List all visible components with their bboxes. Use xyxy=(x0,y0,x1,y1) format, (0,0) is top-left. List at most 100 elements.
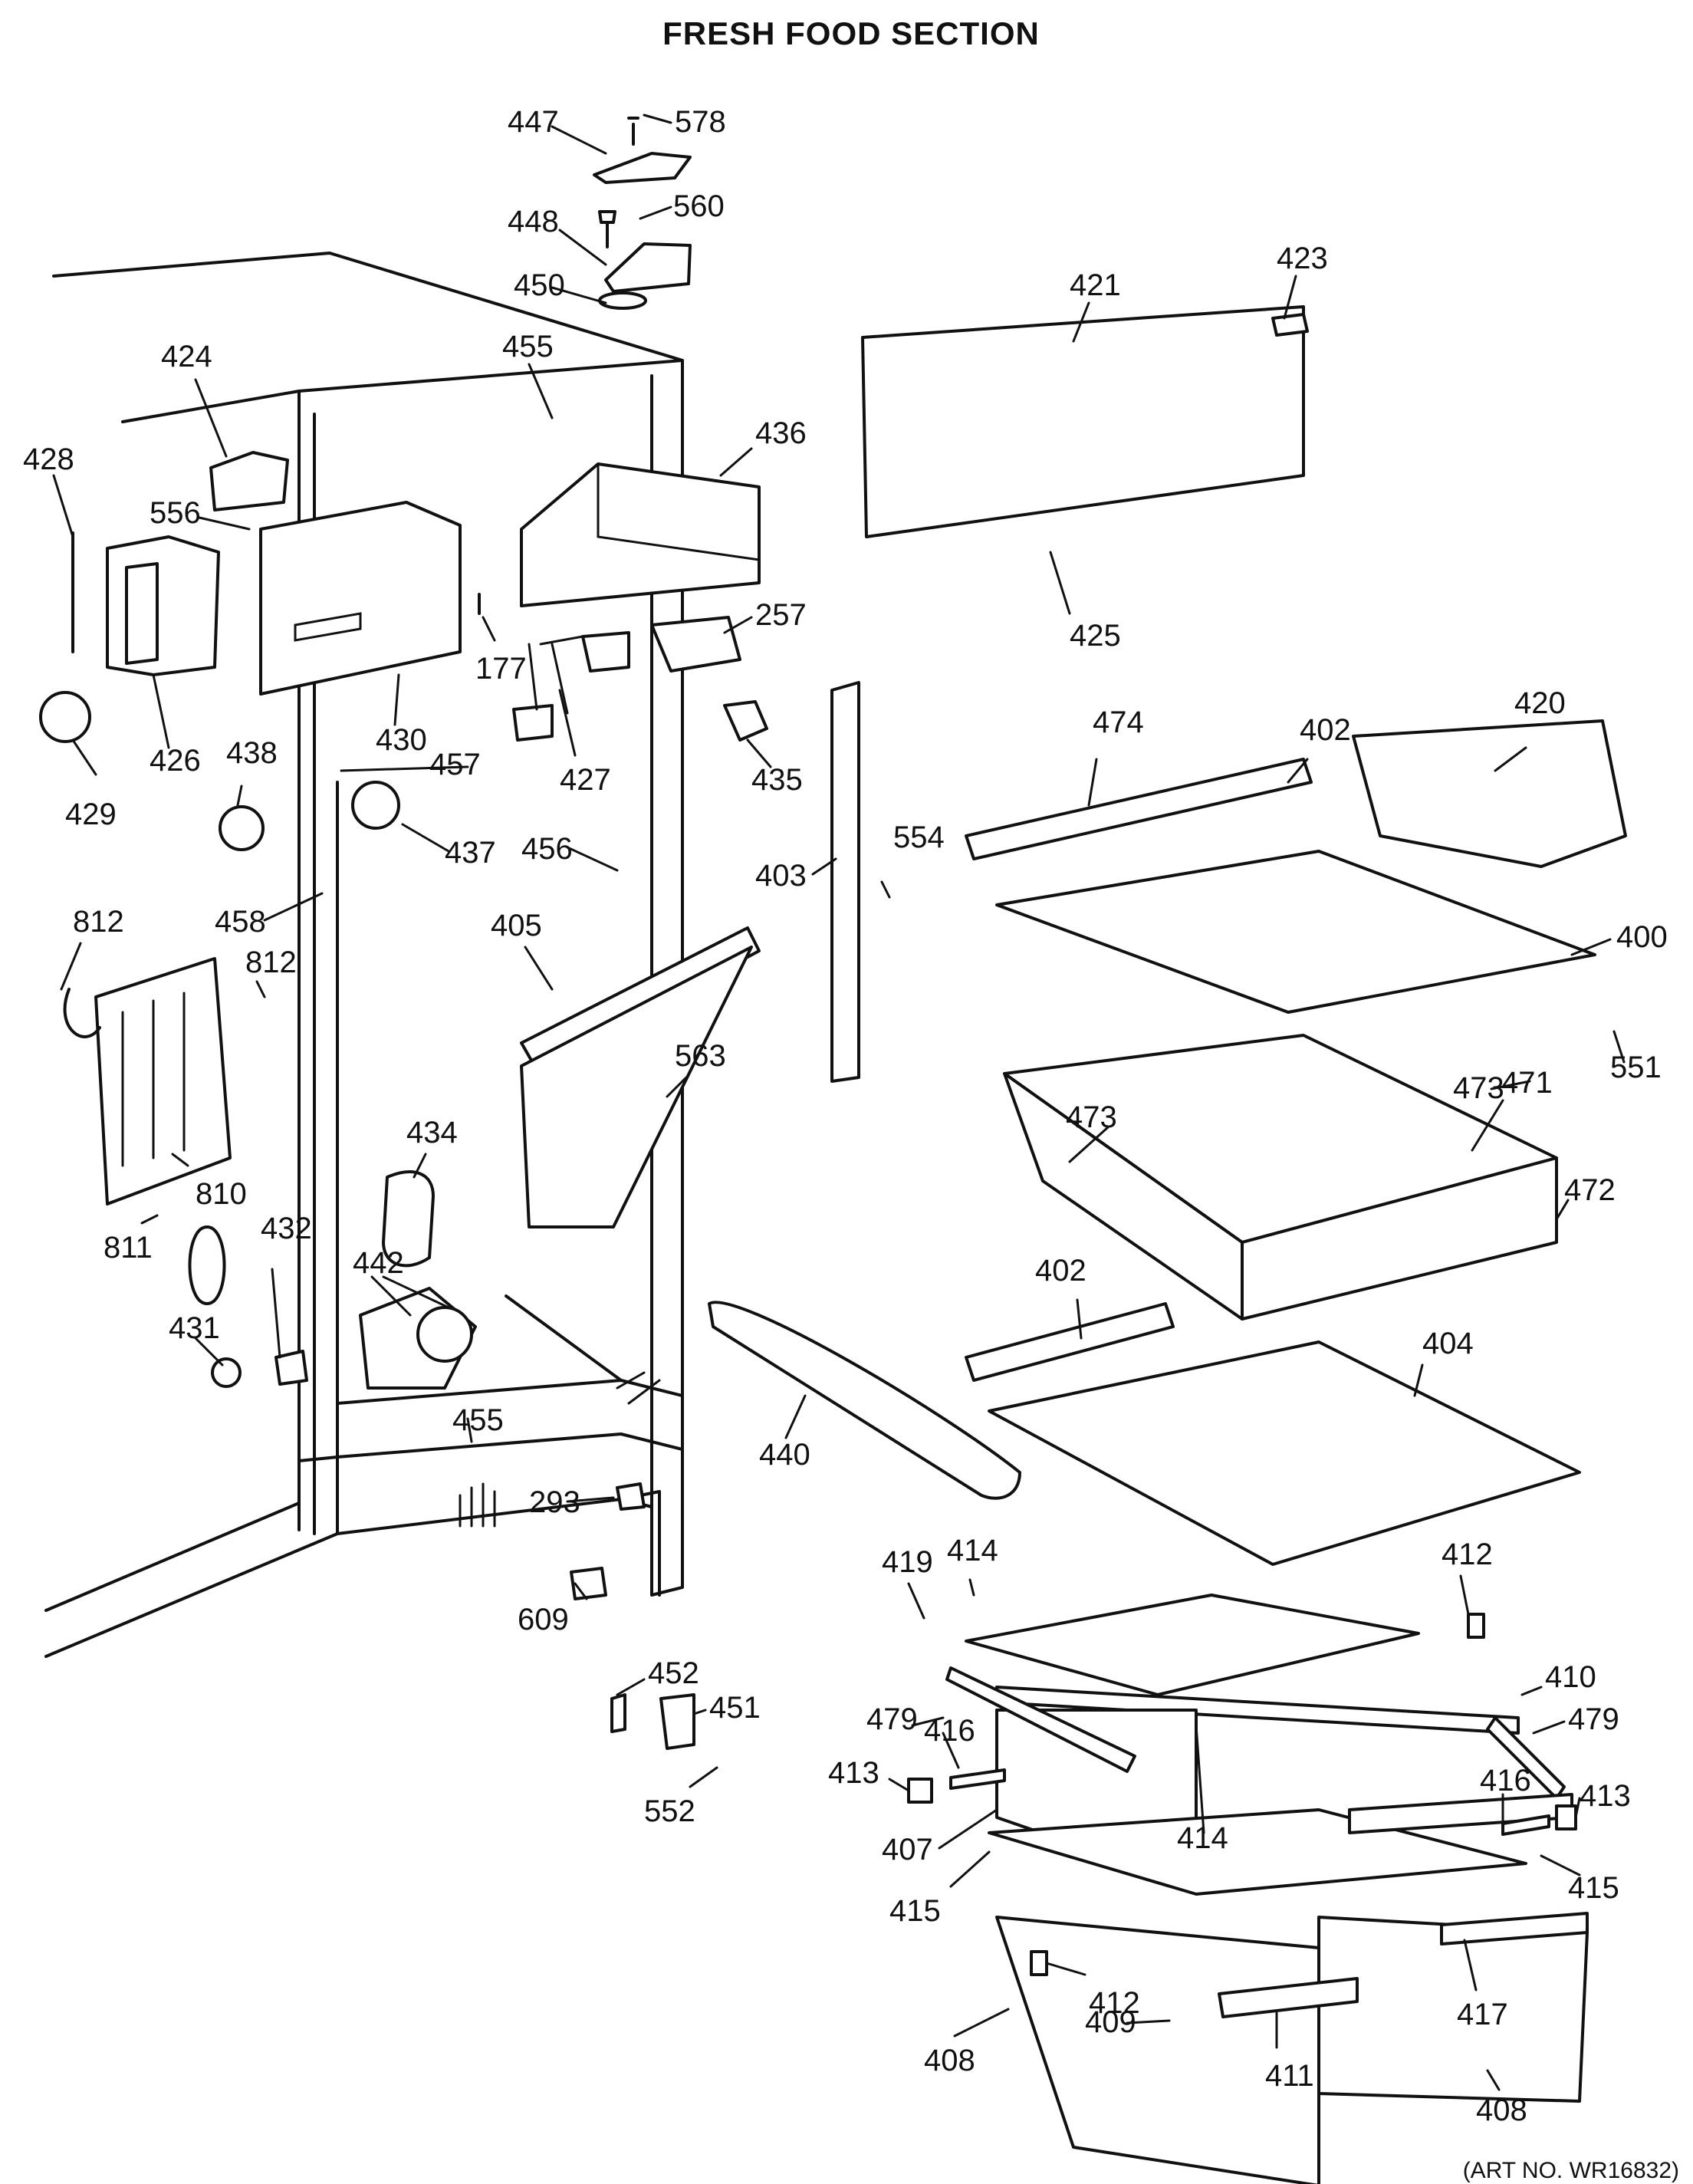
bushing-part xyxy=(274,1350,308,1386)
callout-408-left: 408 xyxy=(924,2044,975,2077)
callout-447: 447 xyxy=(508,105,559,139)
callout-427: 427 xyxy=(560,763,611,797)
callout-415-left: 415 xyxy=(889,1894,941,1928)
callout-438: 438 xyxy=(226,736,278,770)
callout-455-lower: 455 xyxy=(452,1403,504,1437)
hinge-pin-plate-part xyxy=(610,1693,626,1733)
leader-lines xyxy=(52,113,1626,2091)
drawer-bin-left-part xyxy=(995,1916,1320,2184)
callout-457: 457 xyxy=(429,748,481,781)
callout-474: 474 xyxy=(1093,706,1144,739)
callout-412-upper: 412 xyxy=(1442,1538,1493,1571)
callout-426: 426 xyxy=(150,744,201,778)
control-housing-part xyxy=(259,501,462,696)
callout-420: 420 xyxy=(1514,686,1566,720)
callout-560: 560 xyxy=(673,189,725,223)
wire-plug-part xyxy=(512,704,554,742)
callout-405: 405 xyxy=(491,909,542,942)
control-housings xyxy=(39,451,768,851)
shelf-upper-part xyxy=(995,850,1596,1014)
callout-551: 551 xyxy=(1610,1051,1662,1084)
shelves-and-drawers xyxy=(861,305,1627,2184)
hinge-cover-screw-part xyxy=(627,117,639,146)
callout-812-right: 812 xyxy=(245,946,297,979)
callout-402-lower: 402 xyxy=(1035,1254,1086,1288)
drawer-handle-part xyxy=(1218,1977,1359,2018)
light-socket-ring-part xyxy=(219,805,265,851)
clip-part xyxy=(1271,313,1309,337)
light-socket-part xyxy=(723,700,768,742)
callout-479-left: 479 xyxy=(866,1702,918,1736)
spacer-right-part xyxy=(1501,1814,1550,1836)
callout-257: 257 xyxy=(755,598,807,632)
callout-472: 472 xyxy=(1564,1173,1616,1207)
heater-wire-part xyxy=(63,988,101,1038)
spacer-left-part xyxy=(949,1768,1006,1790)
callout-455-upper: 455 xyxy=(502,330,554,363)
callout-437: 437 xyxy=(445,836,496,870)
callout-419: 419 xyxy=(882,1545,933,1579)
callout-428: 428 xyxy=(23,442,74,476)
callout-416-left: 416 xyxy=(924,1714,975,1748)
switch-part xyxy=(616,1482,646,1511)
drawer-side-part xyxy=(1003,1072,1244,1321)
art-number: (ART NO. WR16832) xyxy=(1463,2158,1679,2183)
fan-motor-part xyxy=(209,451,289,511)
callout-413-left: 413 xyxy=(828,1756,879,1790)
shelf-cover-panel-part xyxy=(861,305,1305,538)
hinge-screw-part xyxy=(598,210,616,248)
callout-414-upper: 414 xyxy=(947,1534,998,1567)
callout-413-right: 413 xyxy=(1580,1779,1631,1813)
callout-552: 552 xyxy=(644,1794,695,1828)
top-hinge-assembly xyxy=(593,117,692,310)
callout-411: 411 xyxy=(1265,2059,1314,2093)
callout-556: 556 xyxy=(150,496,201,530)
hinge-cover-part xyxy=(593,152,692,184)
drawer-bin-right-part xyxy=(1317,1916,1589,2103)
evaporator-cover-part xyxy=(94,957,232,1205)
crisper-cover-trim-part xyxy=(708,1301,1021,1500)
callout-408-right: 408 xyxy=(1476,2094,1527,2127)
callout-810: 810 xyxy=(196,1177,247,1211)
callout-811: 811 xyxy=(104,1231,153,1265)
callout-421: 421 xyxy=(1070,268,1121,302)
callout-403: 403 xyxy=(755,859,807,893)
callout-450: 450 xyxy=(514,268,565,302)
callout-440: 440 xyxy=(759,1438,810,1472)
shim-part xyxy=(598,291,647,310)
callout-400: 400 xyxy=(1616,920,1668,954)
callout-578: 578 xyxy=(675,105,726,139)
thermostat-housing-part xyxy=(106,535,220,676)
dairy-bin-part xyxy=(1352,719,1627,868)
bottom-hinge-part xyxy=(659,1693,695,1750)
diagram-heading: FRESH FOOD SECTION xyxy=(662,15,1040,51)
callout-479-right: 479 xyxy=(1568,1702,1619,1736)
air-diffuser-part xyxy=(520,946,753,1228)
defrost-timer-part xyxy=(650,616,741,673)
callout-432: 432 xyxy=(261,1212,312,1245)
crisper-rail-left-part xyxy=(945,1666,1136,1773)
callout-436: 436 xyxy=(755,416,807,450)
lamp-part xyxy=(351,781,400,830)
callout-554: 554 xyxy=(893,821,945,854)
callout-423: 423 xyxy=(1277,242,1328,275)
clip-top-part xyxy=(1467,1613,1485,1639)
callout-414-lower: 414 xyxy=(1177,1821,1228,1855)
callout-412-lower: 412 xyxy=(1089,1986,1140,2020)
cabinet-frame xyxy=(44,252,684,1658)
ventilation-grille-part xyxy=(382,1170,435,1268)
nut-part xyxy=(211,1357,242,1388)
callout-471: 471 xyxy=(1501,1066,1553,1100)
cleat-right-part xyxy=(1555,1804,1577,1830)
crisper-cover-part xyxy=(965,1594,1420,1696)
callout-416-right: 416 xyxy=(1480,1764,1531,1798)
callout-456: 456 xyxy=(521,832,573,866)
callout-609: 609 xyxy=(518,1603,569,1636)
callouts: 447 578 448 560 450 421 423 424 455 436 … xyxy=(23,105,1668,2127)
callout-429: 429 xyxy=(65,798,117,831)
drain-tube-part xyxy=(188,1225,226,1305)
callout-458: 458 xyxy=(215,905,266,939)
callout-404: 404 xyxy=(1422,1327,1474,1360)
shelf-ladder-part xyxy=(830,681,860,1083)
